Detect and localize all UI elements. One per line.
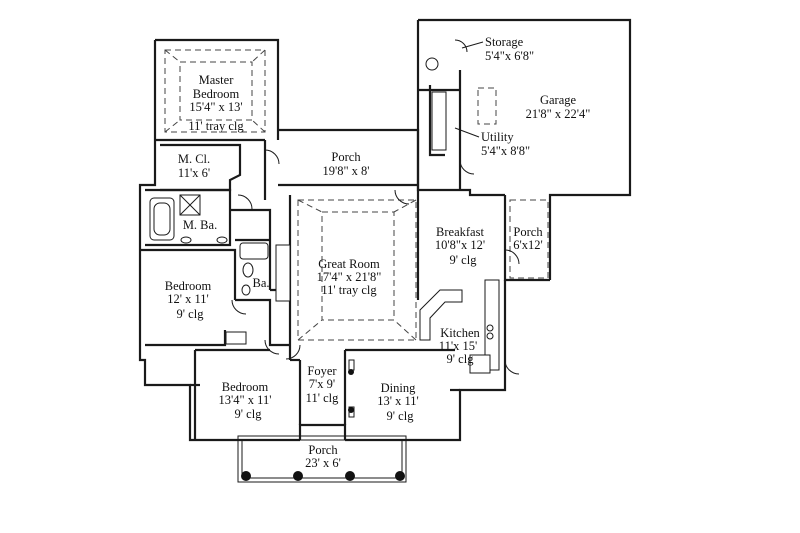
exterior-walls — [138, 18, 632, 442]
bedroom2-size: 12' x 11' — [167, 292, 209, 306]
kitchen-ceiling: 9' clg — [447, 352, 475, 366]
master-ceiling: 11' tray clg — [188, 119, 244, 133]
utility-name: Utility — [481, 130, 514, 144]
utility-size: 5'4"x 8'8" — [481, 144, 530, 158]
storage-size: 5'4"x 6'8" — [485, 49, 534, 63]
garage-name: Garage — [540, 93, 577, 107]
kitchen-name: Kitchen — [440, 326, 480, 340]
dining-name: Dining — [381, 381, 416, 395]
storage-name: Storage — [485, 35, 524, 49]
foyer-ceiling: 11' clg — [306, 391, 339, 405]
dining-ceiling: 9' clg — [387, 409, 415, 423]
mcl-name: M. Cl. — [178, 152, 210, 166]
tray-ceilings — [164, 49, 549, 341]
garage-size: 21'8" x 22'4" — [526, 107, 591, 121]
interior-walls — [140, 70, 462, 440]
mba-name: M. Ba. — [183, 218, 217, 232]
master-name-2: Bedroom — [193, 87, 240, 101]
bedroom3-size: 13'4" x 11' — [219, 393, 272, 407]
porch-front-name: Porch — [308, 443, 338, 457]
dining-size: 13' x 11' — [377, 394, 419, 408]
porch-side-name: Porch — [513, 225, 543, 239]
kitchen-size: 11'x 15' — [439, 339, 477, 353]
leader-lines — [454, 41, 484, 138]
master-size: 15'4" x 13' — [189, 100, 242, 114]
room-labels: Storage 5'4"x 6'8" Garage 21'8" x 22'4" … — [165, 35, 591, 470]
bedroom3-ceiling: 9' clg — [235, 407, 263, 421]
breakfast-size: 10'8"x 12' — [435, 238, 485, 252]
bedroom2-name: Bedroom — [165, 279, 212, 293]
great-room-ceiling: 11' tray clg — [321, 283, 377, 297]
porch-rear-name: Porch — [331, 150, 361, 164]
porch-side-size: 6'x12' — [513, 238, 543, 252]
great-room-name: Great Room — [318, 257, 380, 271]
fixtures — [149, 57, 500, 374]
bedroom2-ceiling: 9' clg — [177, 307, 205, 321]
foyer-size: 7'x 9' — [309, 377, 335, 391]
master-name-1: Master — [199, 73, 235, 87]
breakfast-ceiling: 9' clg — [450, 253, 478, 267]
porch-front-size: 23' x 6' — [305, 456, 341, 470]
ba-name: Ba. — [252, 276, 269, 290]
breakfast-name: Breakfast — [436, 225, 484, 239]
mcl-size: 11'x 6' — [178, 166, 210, 180]
porch-rear-size: 19'8" x 8' — [322, 164, 369, 178]
doors — [231, 39, 520, 418]
foyer-name: Foyer — [307, 364, 337, 378]
great-room-size: 17'4" x 21'8" — [317, 270, 382, 284]
bedroom3-name: Bedroom — [222, 380, 269, 394]
front-porch — [237, 369, 407, 483]
